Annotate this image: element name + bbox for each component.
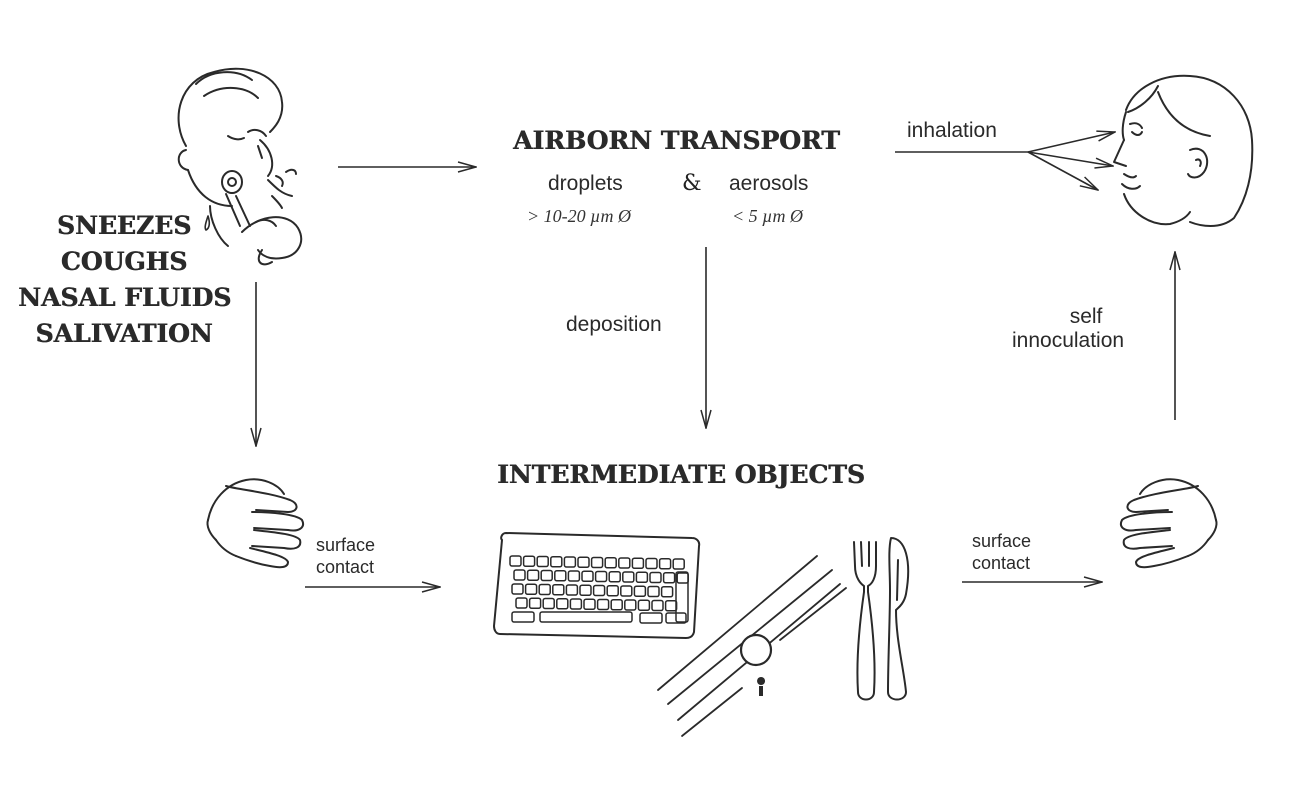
keyboard-key: [660, 586, 674, 598]
keyboard-key: [633, 585, 647, 597]
keyboard-key: [608, 571, 621, 583]
self-innoculation-label: self innoculation: [1012, 305, 1125, 352]
keyboard-key: [592, 584, 606, 597]
keyboard-key: [569, 598, 583, 610]
keyboard-key: [528, 597, 542, 609]
keyboard-key: [511, 583, 524, 595]
keyboard-key: [645, 557, 658, 570]
hand-icon: [1120, 478, 1218, 569]
keyboard-key: [536, 555, 549, 568]
keyboard-key: [567, 570, 581, 582]
keyboard-key: [596, 598, 610, 611]
arrow-inhalation-branch-2: [1027, 151, 1113, 166]
droplets-label: droplets: [548, 172, 623, 195]
source-item-nasal-fluids: NASAL FLUIDS: [18, 283, 232, 312]
keyboard-key: [637, 599, 651, 611]
surface-contact-right-label: surface contact: [972, 531, 1032, 573]
keyboard-key: [515, 597, 528, 609]
airborne-transport-title: AIRBORN TRANSPORT: [513, 126, 840, 155]
keyboard-key: [565, 584, 579, 596]
keyboard-key: [651, 599, 664, 612]
inhalation-label: inhalation: [907, 119, 997, 142]
keyboard-key: [662, 572, 676, 584]
keyboard-key: [579, 584, 592, 596]
aerosols-size-label: < 5 µm Ø: [732, 206, 804, 226]
keyboard-key: [618, 557, 631, 569]
source-list: SNEEZES COUGHS NASAL FLUIDS SALIVATION: [18, 208, 232, 352]
keyboard-key: [635, 571, 649, 583]
keyboard-key: [594, 570, 608, 583]
arrow-inhalation-branch-3: [1027, 151, 1098, 190]
keyboard-key: [538, 583, 551, 596]
keyboard-key: [631, 557, 645, 569]
keyboard-key: [556, 598, 569, 610]
hand-icon: [206, 478, 304, 569]
keyboard-key: [539, 611, 633, 623]
keyboard-key: [664, 600, 678, 612]
keyboard-key: [552, 584, 565, 596]
keyboard-key: [649, 571, 662, 584]
keyboard-key: [524, 583, 538, 595]
keyboard-key: [606, 585, 619, 597]
keyboard-key: [658, 558, 672, 570]
keyboard-key: [542, 597, 555, 610]
source-item-coughs: COUGHS: [60, 247, 188, 276]
keyboard-key: [550, 556, 563, 568]
keyboard-key: [675, 571, 689, 623]
source-item-salivation: SALIVATION: [35, 319, 213, 348]
keyboard-key: [540, 569, 553, 582]
deposition-label: deposition: [566, 313, 662, 336]
keyboard-key: [639, 612, 663, 624]
keyboard-key: [610, 599, 623, 611]
keyboard-key: [622, 571, 635, 583]
droplets-size-label: > 10-20 µm Ø: [527, 206, 632, 226]
keyboard-icon: [492, 531, 701, 640]
keyboard-key: [526, 569, 540, 581]
keyboard-key: [604, 557, 617, 569]
keyboard-key: [590, 556, 604, 569]
keyboard-key: [511, 611, 535, 623]
keyboard-key: [509, 555, 522, 567]
ampersand-label: &: [682, 171, 702, 196]
fork-knife-icon: [853, 537, 910, 701]
intermediate-objects-title: INTERMEDIATE OBJECTS: [497, 460, 865, 489]
keyboard-key: [563, 556, 577, 568]
keyboard-key: [672, 558, 685, 570]
keyboard-key: [581, 570, 594, 582]
surface-contact-left-label: surface contact: [316, 535, 376, 577]
keyboard-key: [554, 570, 567, 582]
keyboard-key: [583, 598, 596, 610]
keyboard-key: [676, 572, 689, 584]
keyboard-key: [577, 556, 590, 568]
aerosols-label: aerosols: [729, 172, 809, 195]
woman-face-icon: [1113, 74, 1254, 227]
source-item-sneezes: SNEEZES: [56, 211, 192, 240]
sneezing-person-icon: [177, 67, 303, 266]
door-handle-icon: [657, 555, 847, 737]
keyboard-key: [647, 585, 660, 598]
arrow-inhalation-branch-1: [1027, 132, 1115, 153]
keyboard-key: [522, 555, 536, 567]
keyboard-key: [624, 599, 637, 611]
keyboard-key: [513, 569, 526, 581]
keyboard-key: [620, 585, 633, 597]
